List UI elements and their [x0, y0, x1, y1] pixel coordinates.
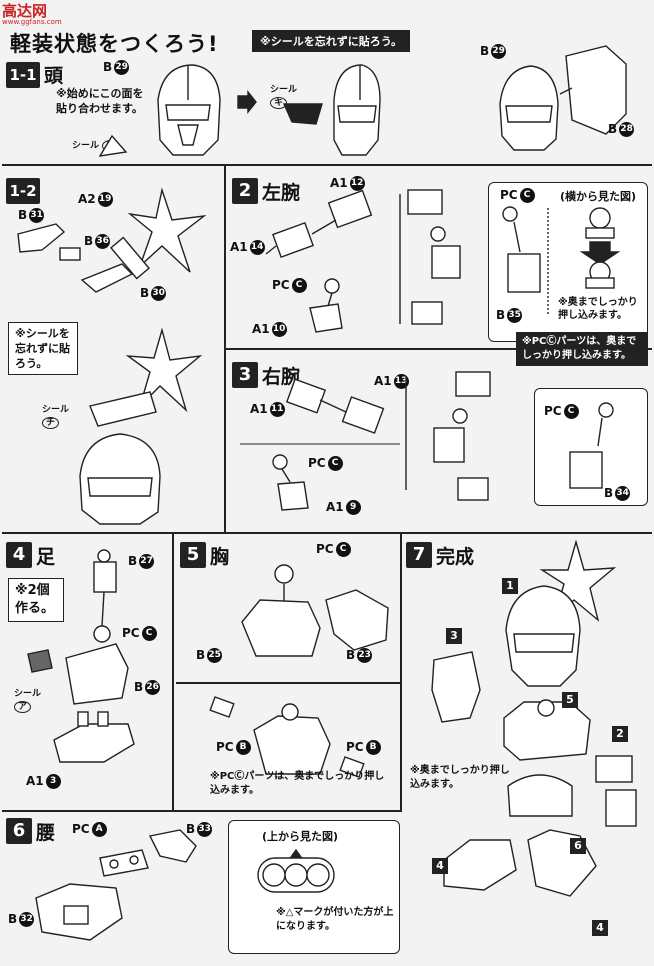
seal-chi: シールチ	[42, 405, 70, 429]
head-with-antenna-illustration	[79, 327, 203, 525]
antenna-parts-illustration	[17, 187, 207, 293]
step-7-ref-6: 6	[570, 838, 586, 854]
top-view-illustration	[257, 848, 335, 893]
step-6-note: ※△マークが付いた方が上になります。	[276, 907, 394, 932]
site-watermark: 高达网	[2, 2, 48, 20]
chest-parts-illustration	[241, 564, 389, 657]
left-arm-parts-illustration	[265, 189, 373, 333]
head-assembly-illustration	[499, 45, 627, 151]
step-1-1-title: 頭	[44, 65, 64, 87]
step-1-1-panel	[2, 54, 652, 166]
step-5-divider	[400, 534, 402, 810]
step-7-ref-1: 1	[502, 578, 518, 594]
sticker-reminder: ※シールを忘れずに貼ろう。	[252, 30, 411, 52]
site-watermark-url: www.ggfans.com	[2, 18, 62, 26]
step-7-ref-2: 2	[612, 726, 628, 742]
right-arm-parts-illustration	[240, 378, 400, 511]
step-5-number: 5	[180, 542, 206, 568]
step-3-number: 3	[232, 362, 258, 388]
step-4-callout: ※2個作る。	[8, 578, 64, 622]
side-view-illustration	[502, 206, 621, 316]
step-3-banner: ※PCⒸパーツは、奥までしっかり押し込みます。	[516, 332, 648, 366]
page-title: 軽装状態をつくろう!	[10, 32, 219, 56]
arrow-right-icon	[237, 90, 257, 114]
right-arm-assembly-illustration	[405, 371, 491, 501]
step-2-number: 2	[232, 178, 258, 204]
head-front-illustration	[157, 64, 221, 156]
step-7-ref-5: 5	[562, 692, 578, 708]
step-1-2-sticker-note: ※シールを忘れずに貼ろう。	[8, 322, 78, 375]
step-5-title: 胸	[210, 546, 230, 568]
step-2-bottom-divider	[226, 348, 652, 350]
step-5-inner-divider	[176, 682, 400, 684]
chest-assembly-illustration	[209, 696, 365, 778]
right-arm-detail-box	[534, 388, 648, 506]
step-7-ref-3: 3	[446, 628, 462, 644]
left-arm-assembly-illustration	[399, 189, 461, 325]
head-with-visor-illustration	[282, 64, 381, 156]
side-view-label: (横から見た図)	[560, 190, 637, 203]
step-7-ref-4-left: 4	[432, 858, 448, 874]
step-7-title: 完成	[436, 546, 475, 568]
step-7-note: ※奥までしっかり押し込みます。	[410, 765, 510, 790]
section-divider	[2, 532, 652, 534]
step-6-number: 6	[6, 818, 32, 844]
step-6-top-divider	[2, 810, 402, 812]
step-7-ref-4-right: 4	[592, 920, 608, 936]
waist-parts-illustration	[35, 829, 197, 941]
step-6-title: 腰	[36, 822, 56, 844]
sticker-tsu-illustration	[98, 134, 128, 157]
step-4-number: 4	[6, 542, 32, 568]
step-2-title: 左腕	[262, 182, 301, 204]
step-1-1-note: ※始めにこの面を貼り合わせます。	[56, 87, 144, 115]
step-1-2-number: 1-2	[6, 178, 40, 204]
step-1-1-number: 1-1	[6, 62, 40, 88]
step-2-push-note: ※奥までしっかり押し込みます。	[558, 297, 638, 321]
seal-ki: シールキ	[270, 85, 298, 109]
step-4-title: 足	[36, 546, 56, 568]
step-4-divider	[172, 534, 174, 810]
step-1-2-divider	[224, 166, 226, 532]
top-view-label: (上から見た図)	[262, 830, 339, 843]
foot-parts-illustration	[27, 549, 135, 763]
top-view-box	[228, 820, 400, 954]
seal-a: シールア	[14, 689, 42, 713]
step-3-title: 右腕	[262, 366, 301, 388]
right-arm-detail-illustration	[569, 402, 614, 489]
step-5-note: ※PCⒸパーツは、奥までしっかり押し込みます。	[210, 771, 385, 796]
step-7-number: 7	[406, 542, 432, 568]
completed-figure-illustration	[431, 539, 637, 897]
